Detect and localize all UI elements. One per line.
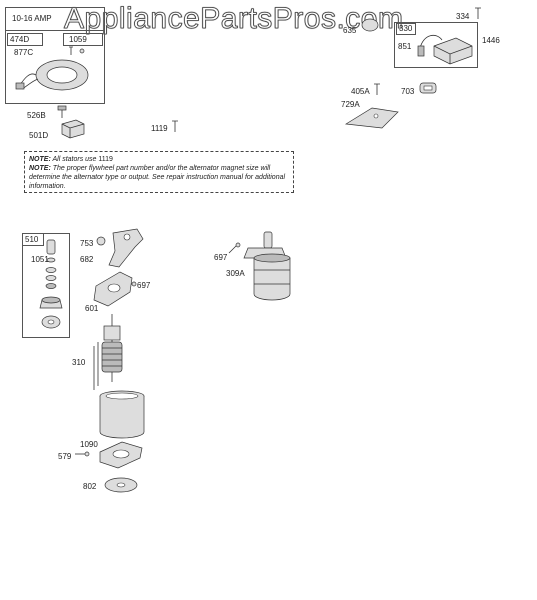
drive-kit-icon [39,239,63,329]
label-1059[interactable]: 1059 [69,35,87,44]
label-474d-box [7,33,43,46]
label-729a[interactable]: 729A [341,100,360,109]
label-330[interactable]: 330 [399,24,413,33]
label-510-box [22,233,44,246]
screw-697-right-icon [228,242,241,254]
screw-1119-icon [172,120,178,132]
screw-334-icon [475,7,481,19]
label-501d[interactable]: 501D [29,131,49,140]
label-579[interactable]: 579 [58,452,72,461]
nut-753-icon [96,236,106,246]
armature-icon [93,314,123,390]
label-1119[interactable]: 1119 [151,124,168,133]
housing-icon [99,390,145,439]
label-697-right[interactable]: 697 [214,253,228,262]
label-851[interactable]: 851 [398,42,412,51]
label-877c[interactable]: 877C [14,48,34,57]
rectifier-501d-icon [61,119,85,139]
screw-1059-icon [69,46,85,55]
label-635[interactable]: 635 [343,26,357,35]
note-label-2: NOTE: [29,165,51,172]
label-601[interactable]: 601 [85,304,99,313]
washer-802-icon [104,477,138,493]
screw-405a-icon [374,83,380,95]
label-310[interactable]: 310 [72,358,86,367]
grommet-703-icon [419,82,437,94]
label-405a[interactable]: 405A [351,87,370,96]
note-ref-1119[interactable]: 1119 [98,156,113,163]
screw-579-icon [75,451,90,457]
label-703[interactable]: 703 [401,87,415,96]
label-309a[interactable]: 309A [226,269,245,278]
brush-plate-icon [99,441,143,469]
end-cap-601-icon [93,271,133,307]
note-label-1: NOTE: [29,156,51,163]
stator-title: 10-16 AMP [12,14,52,23]
label-510[interactable]: 510 [25,235,39,244]
starter-motor-icon [243,231,291,301]
label-526b[interactable]: 526B [27,111,46,120]
ignition-module-icon [417,34,473,65]
note-box: NOTE: All stators use 1119 NOTE: The pro… [24,151,294,193]
watermark: AppliancePartsPros.com [64,2,404,36]
box-510 [22,233,70,338]
label-1090[interactable]: 1090 [80,440,98,449]
box-330 [394,22,478,68]
shield-729a-icon [344,107,399,129]
bracket-682-icon [108,228,144,268]
note-text-1: All stators use [52,156,97,163]
stator-title-box [5,7,105,31]
label-802[interactable]: 802 [83,482,97,491]
label-474d[interactable]: 474D [10,35,30,44]
stator-coil-icon [15,59,89,91]
screw-526b-icon [57,105,67,118]
note-text-2: The proper flywheel part number and/or t… [29,165,286,190]
clip-635-icon [361,18,379,32]
label-334[interactable]: 334 [456,12,470,21]
label-1059-box [63,33,103,46]
note-line-2: NOTE: The proper flywheel part number an… [29,164,289,191]
label-330-box [396,23,416,35]
label-1446[interactable]: 1446 [482,36,500,45]
label-697-left[interactable]: 697 [137,281,151,290]
label-682[interactable]: 682 [80,255,94,264]
label-753[interactable]: 753 [80,239,94,248]
label-1051[interactable]: 1051 [31,255,49,264]
note-line-1: NOTE: All stators use 1119 [29,155,289,164]
